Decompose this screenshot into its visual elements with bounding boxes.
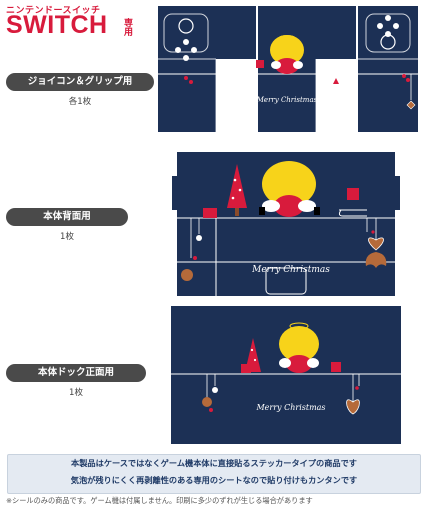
dock-caption: Merry Christmas bbox=[255, 403, 325, 412]
notice-line-2: 気泡が残りにくく再剥離性のある専用のシートなので貼り付けもカンタンです bbox=[70, 475, 358, 485]
section-label-dock: 本体ドック正面用 bbox=[6, 364, 146, 382]
footnote: ※シールのみの商品です。ゲーム機は付属しません。印刷に多少のずれが生じる場合があ… bbox=[6, 496, 313, 505]
joycon-caption: Merry Christmas bbox=[256, 96, 318, 104]
dock-front-skin-preview: Merry Christmas bbox=[171, 306, 401, 444]
product-title: SWITCH bbox=[6, 11, 108, 39]
back-caption: Merry Christmas bbox=[251, 265, 330, 275]
notice-line-1: 本製品はケースではなくゲーム機本体に直接貼るステッカータイプの商品です bbox=[71, 458, 357, 468]
product-title-suffix: 専用 bbox=[124, 19, 134, 38]
product-notice: 本製品はケースではなくゲーム機本体に直接貼るステッカータイプの商品です 気泡が残… bbox=[7, 454, 421, 494]
product-subtitle: ニンテンドースイッチ bbox=[6, 6, 101, 16]
joycon-grip-skin-preview: Merry Christmas bbox=[158, 6, 418, 132]
section-count-dock: 1枚 bbox=[69, 388, 83, 398]
section-count-joycon: 各1枚 bbox=[68, 97, 92, 107]
section-label-joycon: ジョイコン＆グリップ用 bbox=[6, 73, 154, 91]
section-label-back: 本体背面用 bbox=[6, 208, 128, 226]
section-count-back: 1枚 bbox=[60, 232, 74, 242]
console-back-skin-preview: Merry Christmas bbox=[172, 152, 400, 296]
